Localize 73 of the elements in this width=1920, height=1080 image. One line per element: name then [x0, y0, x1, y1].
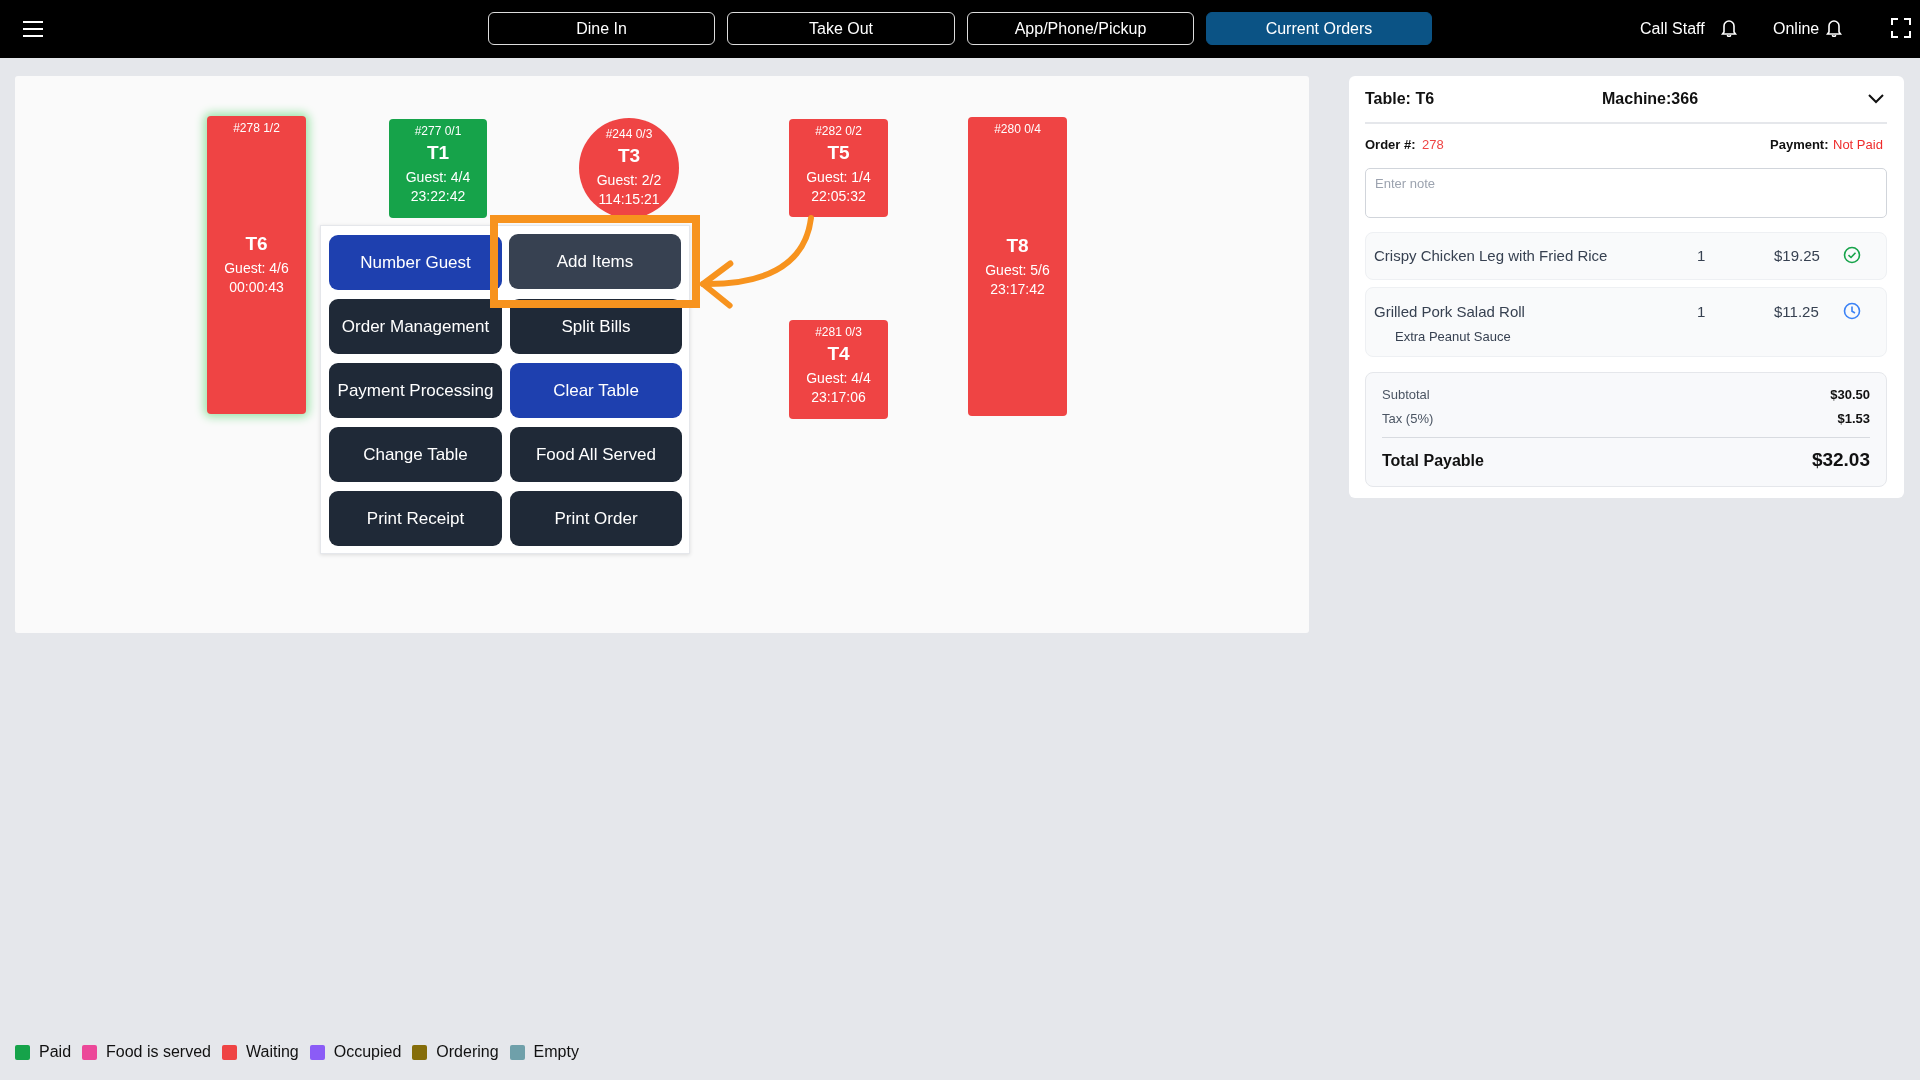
order-tag: #282 0/2: [815, 124, 862, 138]
table-name: T1: [426, 142, 450, 164]
payment-status: Not Paid: [1833, 137, 1883, 153]
note-field: Enter note: [1365, 168, 1887, 218]
subtotal-value: $30.50: [1829, 387, 1870, 403]
legend-label: Ordering: [436, 1043, 499, 1061]
legend-label: Food is served: [106, 1043, 211, 1061]
table-name: T5: [827, 142, 850, 164]
table-name: T6: [245, 233, 268, 255]
table-card: [389, 119, 487, 218]
action-button: Order Management: [329, 299, 502, 354]
action-button: Change Table: [329, 427, 502, 482]
legend-label: Waiting: [245, 1043, 299, 1061]
table-card: [789, 119, 888, 217]
guest-count: Guest: 2/2: [596, 171, 662, 190]
item-price: $11.25: [1774, 302, 1819, 322]
guest-count: Guest: 1/4: [806, 168, 871, 187]
table-name: T4: [827, 343, 850, 365]
action-button: Payment Processing: [329, 363, 502, 418]
subtotal-label: Subtotal: [1382, 387, 1430, 403]
elapsed-time: 22:05:32: [811, 187, 866, 206]
total-value: $32.03: [1810, 449, 1870, 471]
action-button: Food All Served: [510, 427, 682, 482]
order-tag: #277 0/1: [414, 124, 462, 138]
legend-label: Empty: [533, 1043, 579, 1061]
action-button: Print Receipt: [329, 491, 502, 546]
item-name: Crispy Chicken Leg with Fried Rice: [1374, 246, 1608, 266]
field-label: Order #:: [1365, 137, 1416, 153]
guest-count: Guest: 5/6: [985, 260, 1050, 280]
nav-tab: Dine In: [488, 12, 715, 45]
action-button: Print Order: [510, 491, 682, 546]
table-heading: Table: T6: [1365, 89, 1435, 109]
table-card: [207, 116, 306, 414]
tax-label: Tax (5%): [1382, 411, 1434, 427]
highlight-frame: [490, 215, 700, 308]
order-tag: #280 0/4: [994, 122, 1041, 136]
action-menu-panel: [320, 225, 690, 554]
guest-count: Guest: 4/4: [405, 168, 471, 187]
elapsed-time: 23:22:42: [410, 187, 466, 206]
call-staff-link: Call Staff: [1640, 19, 1705, 39]
nav-tab: Current Orders: [1206, 12, 1432, 45]
action-button: Number Guest: [329, 235, 502, 290]
legend-label: Occupied: [333, 1043, 402, 1061]
legend-label: Paid: [39, 1043, 72, 1061]
total-label: Total Payable: [1382, 451, 1484, 471]
item-quantity: 1: [1697, 246, 1706, 266]
action-button: Add Items: [509, 234, 681, 289]
order-tag: #244 0/3: [605, 127, 653, 141]
order-tag: #278 1/2: [233, 121, 280, 135]
elapsed-time: 23:17:06: [811, 388, 866, 407]
table-name: T8: [1006, 234, 1029, 257]
tax-value: $1.53: [1836, 411, 1870, 427]
arrow: [700, 215, 814, 308]
item-note: Extra Peanut Sauce: [1395, 328, 1511, 345]
table-card: [789, 320, 888, 419]
machine-heading: Machine:366: [1602, 89, 1699, 109]
order-tag: #281 0/3: [815, 325, 862, 339]
status-link: Online: [1773, 19, 1820, 39]
elapsed-time: 114:15:21: [598, 190, 660, 209]
order-number: 278: [1422, 137, 1444, 153]
item-name: Grilled Pork Salad Roll: [1374, 302, 1525, 322]
item-quantity: 1: [1697, 302, 1706, 322]
field-label: Payment:: [1770, 137, 1829, 153]
table-name: T3: [617, 145, 641, 167]
guest-count: Guest: 4/4: [806, 369, 871, 388]
elapsed-time: 00:00:43: [229, 278, 284, 297]
action-button: Clear Table: [510, 363, 682, 418]
elapsed-time: 23:17:42: [990, 279, 1045, 299]
table-card: [968, 117, 1067, 416]
nav-tab: Take Out: [727, 12, 955, 45]
item-price: $19.25: [1774, 246, 1820, 266]
nav-tab: App/Phone/Pickup: [967, 12, 1194, 45]
guest-count: Guest: 4/6: [224, 259, 289, 278]
